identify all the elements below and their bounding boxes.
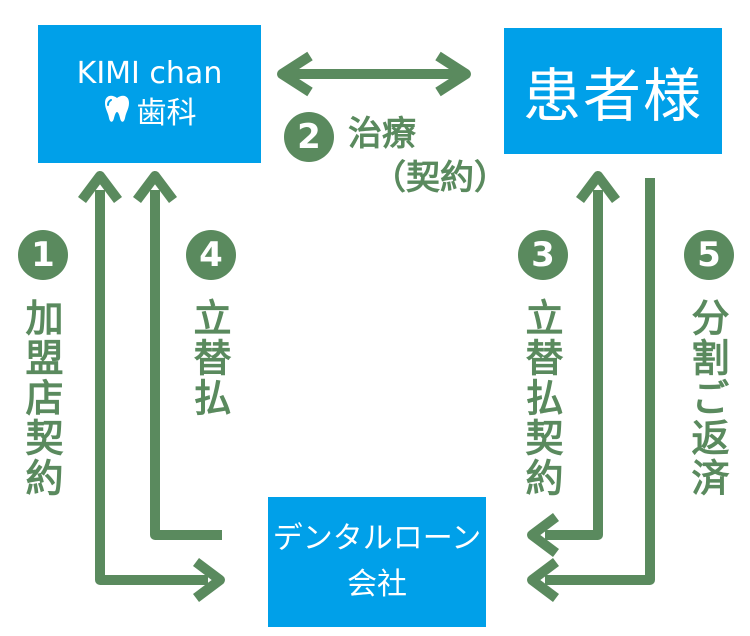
arrow-2-head-right — [435, 51, 471, 97]
step-3-label: 立替払契約 — [519, 298, 563, 498]
arrow-4-head-up — [133, 171, 177, 203]
arrow-3-head-up — [576, 171, 620, 203]
step-2-badge: 2 — [284, 112, 334, 162]
tooth-icon — [103, 94, 131, 135]
arrow-2-head-left — [277, 51, 313, 97]
step-1-badge: 1 — [18, 230, 68, 280]
patient-node: 患者様 — [504, 28, 722, 154]
step-3-badge: 3 — [518, 230, 568, 280]
step-4-badge: 4 — [186, 230, 236, 280]
step-2-sublabel: （契約） — [372, 158, 508, 198]
arrow-5-head-left — [527, 558, 559, 602]
loan-company-node: デンタルローン 会社 — [268, 497, 486, 627]
step-5-label: 分割ご返済 — [685, 298, 729, 498]
arrow-5-line — [545, 178, 655, 585]
step-5-badge: 5 — [684, 230, 734, 280]
arrow-1-line — [95, 190, 208, 585]
arrow-1-head-right — [193, 558, 225, 602]
arrow-1-head-up — [78, 171, 122, 203]
patient-label: 患者様 — [522, 62, 703, 130]
step-1-label: 加盟店契約 — [19, 298, 63, 498]
clinic-dept: 歯科 — [136, 96, 197, 131]
clinic-node: KIMI chan 歯科 — [38, 25, 261, 163]
arrow-3-line — [545, 190, 603, 540]
arrow-4-line — [150, 190, 222, 540]
step-2-label: 治療 — [348, 114, 416, 154]
loan-line1: デンタルローン — [272, 521, 482, 556]
loan-line2: 会社 — [347, 567, 407, 602]
arrow-3-head-left — [527, 513, 559, 557]
clinic-name: KIMI chan — [76, 55, 223, 91]
step-4-label: 立替払 — [187, 298, 231, 418]
